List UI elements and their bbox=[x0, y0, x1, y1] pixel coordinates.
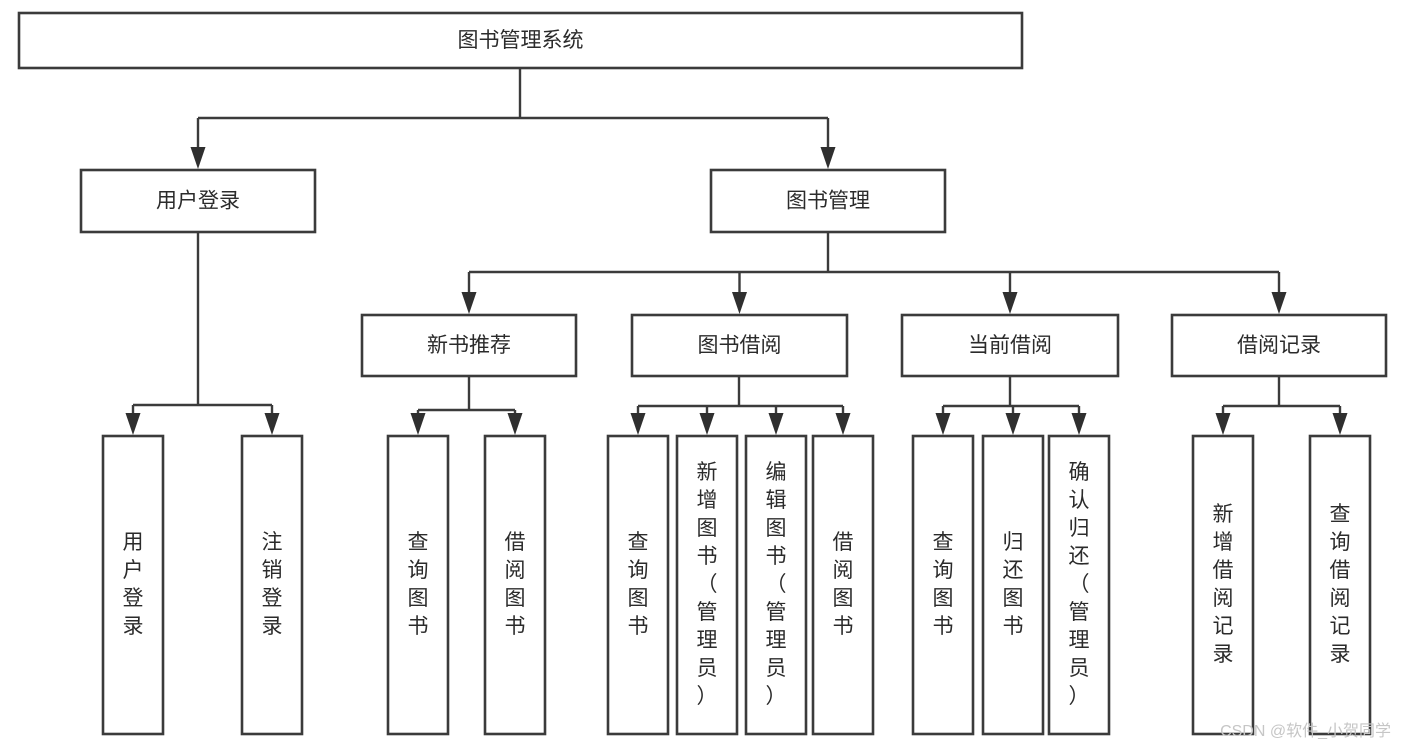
node-label: 查询图书 bbox=[628, 531, 649, 638]
node-label: 新增借阅记录 bbox=[1213, 503, 1234, 666]
node-leaf-add-record[interactable]: 新增借阅记录 bbox=[1191, 434, 1255, 736]
node-label: 编辑图书（管理员） bbox=[766, 461, 787, 708]
node-book-manage[interactable]: 图书管理 bbox=[709, 168, 947, 234]
node-label: 用户登录 bbox=[123, 531, 144, 638]
node-borrow-record[interactable]: 借阅记录 bbox=[1170, 313, 1388, 378]
node-box bbox=[630, 313, 849, 378]
node-label: 查询图书 bbox=[933, 531, 954, 638]
arrow-head-icon bbox=[1215, 413, 1231, 435]
node-label: 确认归还（管理员） bbox=[1069, 461, 1090, 708]
node-box bbox=[386, 434, 450, 736]
node-leaf-borrow-book-1[interactable]: 借阅图书 bbox=[483, 434, 547, 736]
node-label: 图书管理系统 bbox=[458, 29, 584, 52]
node-box bbox=[606, 434, 670, 736]
edge-borrow-record-bus bbox=[1215, 376, 1348, 435]
arrow-head-icon bbox=[1271, 292, 1287, 314]
node-layer: 图书管理系统用户登录图书管理新书推荐图书借阅当前借阅借阅记录用户登录注销登录查询… bbox=[17, 11, 1388, 736]
arrow-head-icon bbox=[410, 413, 426, 435]
arrow-head-icon bbox=[768, 413, 784, 435]
node-leaf-user-login[interactable]: 用户登录 bbox=[101, 434, 165, 736]
arrow-head-icon bbox=[935, 413, 951, 435]
arrow-head-icon bbox=[732, 292, 747, 314]
edge-current-borrow-bus bbox=[935, 376, 1087, 435]
arrow-head-icon bbox=[1002, 292, 1018, 314]
arrow-head-icon bbox=[1332, 413, 1348, 435]
node-box bbox=[709, 168, 947, 234]
node-leaf-add-book[interactable]: 新增图书（管理员） bbox=[675, 434, 739, 736]
arrow-head-icon bbox=[630, 413, 646, 435]
node-box bbox=[1191, 434, 1255, 736]
node-label: 归还图书 bbox=[1003, 531, 1024, 638]
node-new-book-rec[interactable]: 新书推荐 bbox=[360, 313, 578, 378]
node-leaf-return-book[interactable]: 归还图书 bbox=[981, 434, 1045, 736]
node-label: 新书推荐 bbox=[427, 334, 511, 357]
node-box bbox=[360, 313, 578, 378]
node-user-login[interactable]: 用户登录 bbox=[79, 168, 317, 234]
edge-user-login-bus bbox=[125, 232, 280, 435]
node-box bbox=[101, 434, 165, 736]
node-root[interactable]: 图书管理系统 bbox=[17, 11, 1024, 70]
arrow-head-icon bbox=[461, 292, 477, 314]
node-leaf-query-book-2[interactable]: 查询图书 bbox=[606, 434, 670, 736]
node-box bbox=[240, 434, 304, 736]
node-box bbox=[1047, 434, 1111, 736]
node-box bbox=[1170, 313, 1388, 378]
node-label: 用户登录 bbox=[156, 190, 240, 213]
node-label: 借阅记录 bbox=[1237, 334, 1321, 357]
node-box bbox=[981, 434, 1045, 736]
node-box bbox=[1308, 434, 1372, 736]
arrow-head-icon bbox=[125, 413, 141, 435]
edge-new-book-rec-bus bbox=[410, 376, 523, 435]
node-label: 图书借阅 bbox=[698, 334, 782, 357]
node-leaf-query-record[interactable]: 查询借阅记录 bbox=[1308, 434, 1372, 736]
node-leaf-confirm-return[interactable]: 确认归还（管理员） bbox=[1047, 434, 1111, 736]
arrow-head-icon bbox=[1071, 413, 1087, 435]
node-label: 当前借阅 bbox=[968, 334, 1052, 357]
node-box bbox=[675, 434, 739, 736]
edge-root-bus bbox=[190, 68, 836, 169]
node-label: 借阅图书 bbox=[505, 531, 526, 638]
node-label: 图书管理 bbox=[786, 190, 870, 213]
node-leaf-user-logout[interactable]: 注销登录 bbox=[240, 434, 304, 736]
edge-book-manage-bus bbox=[461, 232, 1287, 314]
node-box bbox=[79, 168, 317, 234]
node-box bbox=[911, 434, 975, 736]
arrow-head-icon bbox=[507, 413, 523, 435]
connector-layer bbox=[125, 68, 1348, 435]
arrow-head-icon bbox=[820, 147, 836, 169]
node-box bbox=[483, 434, 547, 736]
node-leaf-query-book-3[interactable]: 查询图书 bbox=[911, 434, 975, 736]
node-label: 查询借阅记录 bbox=[1330, 503, 1351, 666]
node-leaf-query-book-1[interactable]: 查询图书 bbox=[386, 434, 450, 736]
node-label: 借阅图书 bbox=[833, 531, 854, 638]
edge-book-borrow-bus bbox=[630, 376, 851, 435]
arrow-head-icon bbox=[699, 413, 715, 435]
node-box bbox=[744, 434, 808, 736]
node-box bbox=[811, 434, 875, 736]
csdn-watermark: CSDN @软件_小贺同学 bbox=[1220, 723, 1391, 740]
node-current-borrow[interactable]: 当前借阅 bbox=[900, 313, 1120, 378]
arrow-head-icon bbox=[264, 413, 280, 435]
node-leaf-edit-book[interactable]: 编辑图书（管理员） bbox=[744, 434, 808, 736]
node-box bbox=[17, 11, 1024, 70]
node-book-borrow[interactable]: 图书借阅 bbox=[630, 313, 849, 378]
arrow-head-icon bbox=[190, 147, 206, 169]
node-label: 注销登录 bbox=[262, 531, 283, 638]
node-label: 查询图书 bbox=[408, 531, 429, 638]
node-label: 新增图书（管理员） bbox=[697, 461, 718, 708]
arrow-head-icon bbox=[1005, 413, 1021, 435]
node-leaf-borrow-book-2[interactable]: 借阅图书 bbox=[811, 434, 875, 736]
node-box bbox=[900, 313, 1120, 378]
arrow-head-icon bbox=[835, 413, 851, 435]
